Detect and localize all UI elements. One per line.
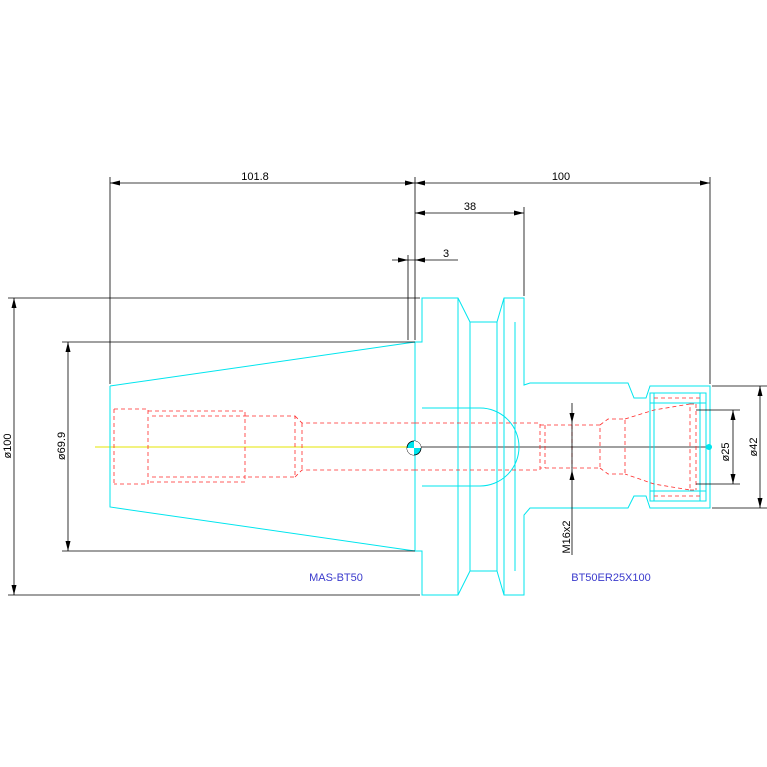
dim-text: 101.8 [241,171,269,183]
dim-38: 38 [415,201,524,216]
dim-dia-42: ø42 [712,385,767,509]
dim-text: 3 [443,248,449,260]
dim-text: 100 [552,171,570,183]
dim-100-length: 100 [415,171,710,186]
dim-101-8: 101.8 [110,171,415,186]
holder-hidden-bore [415,397,700,497]
drawing-area [0,172,767,606]
dim-text: ø100 [2,433,14,458]
dim-text: ø25 [720,443,732,462]
taper-hidden-bore [113,408,415,485]
dim-3: 3 [392,248,458,263]
label-mas-bt50: MAS-BT50 [309,572,363,584]
dim-text: ø42 [748,438,760,457]
dim-dia-69-9: ø69.9 [56,341,415,552]
dim-dia-100: ø100 [2,297,420,596]
label-bt50er25x100: BT50ER25X100 [571,572,651,584]
center-mark-left [406,440,422,456]
dim-dia-25: ø25 [696,409,740,485]
dim-text: 38 [464,201,476,213]
dim-text: M16x2 [561,520,573,553]
dim-m16x2: M16x2 [561,403,575,555]
dim-text: ø69.9 [56,432,68,460]
center-mark-right [706,444,712,450]
